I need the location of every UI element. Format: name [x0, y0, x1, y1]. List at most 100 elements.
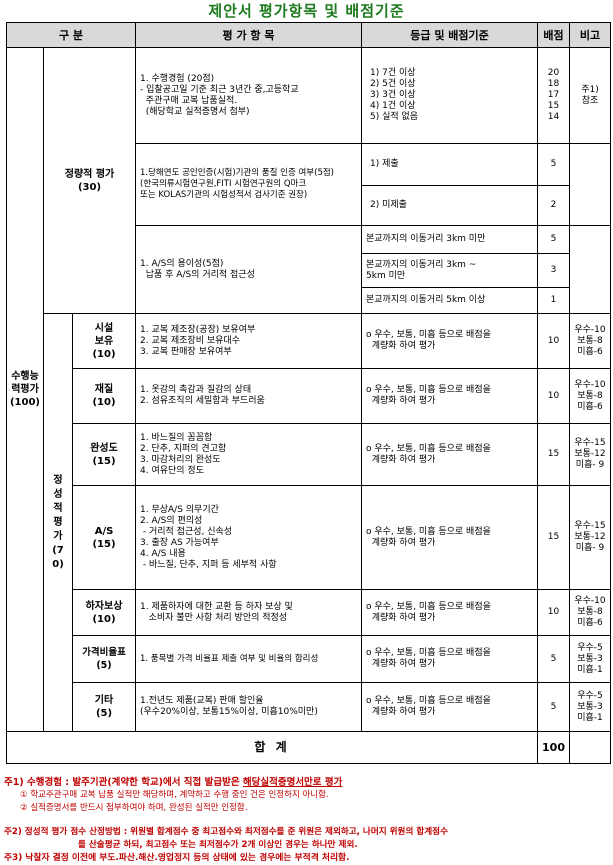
row5-items: 1. 품목별 가격 비율표 제출 여부 및 비율의 합리성: [140, 653, 319, 664]
row3-grade-cell: o 우수, 보통, 미흡 등으로 배점을 계량화 하여 평가: [361, 485, 538, 590]
q2-grade2-cell: 2) 미제출: [361, 185, 538, 226]
total-score: 100: [537, 731, 570, 764]
note-1-prefix: 주1) 수행경험 : 발주기관(계약한 학교)에서 직접 발급받은: [4, 777, 243, 788]
quant-label: 정량적 평가 (30): [64, 168, 115, 193]
page-title: 제안서 평가항목 및 배점기준: [208, 2, 405, 20]
category-total-label: 수행능력평가 (100): [9, 371, 40, 408]
q3-score2: 3: [537, 253, 570, 288]
note-1a: ① 학교주관구매 교복 납품 실적만 해당하며, 계약하고 수행 중인 건은 인…: [20, 790, 329, 800]
row2-items-cell: 1. 바느질의 꼼꼼함 2. 단추, 지퍼의 견고함 3. 마감처리의 완성도 …: [135, 423, 362, 486]
q3-items: 1. A/S의 용이성(5점) 납품 후 A/S의 거리적 접근성: [140, 258, 255, 280]
q3-grade2-cell: 본교까지의 이동거리 3km ~ 5km 미만: [361, 253, 538, 288]
row3-grade: o 우수, 보통, 미흡 등으로 배점을 계량화 하여 평가: [366, 526, 491, 548]
row3-note: 우수-15 보통-12 미흡- 9: [574, 521, 606, 553]
q2-grade1-cell: 1) 제출: [361, 143, 538, 186]
header-note: 비고: [569, 22, 611, 48]
q1-items: 1. 수행경험 (20점) - 입찰공고일 기준 최근 3년간 중,고등학교 주…: [140, 73, 299, 117]
row5-note-cell: 우수-5 보통-3 미흡-1: [569, 635, 611, 683]
table-row: 가격비율표 (5) 1. 품목별 가격 비율표 제출 여부 및 비율의 합리성 …: [7, 635, 611, 683]
row5-score: 5: [537, 635, 570, 683]
row2-note: 우수-15 보통-12 미흡- 9: [574, 438, 606, 470]
row5-name-cell: 가격비율표 (5): [72, 635, 136, 683]
table-row: 정성적 평가 (70) 시설 보유 (10) 1. 교복 제조장(공장) 보유여…: [7, 313, 611, 732]
row2-note-cell: 우수-15 보통-12 미흡- 9: [569, 423, 611, 486]
table-row: A/S (15) 1. 무상A/S 의무기간 2. A/S의 편의성 - 거리적…: [7, 485, 611, 590]
row0-note: 우수-10 보통-8 미흡-6: [574, 324, 606, 357]
table-header-row: 구 분 평 가 항 목 등급 및 배점기준 배점 비고: [6, 22, 611, 48]
table-row: 완성도 (15) 1. 바느질의 꼼꼼함 2. 단추, 지퍼의 견고함 3. 마…: [7, 423, 611, 486]
row5-grade-cell: o 우수, 보통, 미흡 등으로 배점을 계량화 하여 평가: [361, 635, 538, 683]
row6-score: 5: [537, 682, 570, 732]
row1-note: 우수-10 보통-8 미흡-6: [574, 379, 606, 412]
row6-grade-cell: o 우수, 보통, 미흡 등으로 배점을 계량화 하여 평가: [361, 682, 538, 732]
row0-items-cell: 1. 교복 제조장(공장) 보유여부 2. 교복 제조장비 보유대수 3. 교복…: [135, 313, 362, 369]
note-1-underline: 해당실적증명서만로 평가: [242, 777, 343, 788]
row3-items-cell: 1. 무상A/S 의무기간 2. A/S의 편의성 - 거리적 접근성, 신속성…: [135, 485, 362, 590]
table-row: 수행능력평가 (100) 정량적 평가 (30) 1. 수행경험 (20점) -…: [6, 47, 611, 732]
row2-name-cell: 완성도 (15): [72, 423, 136, 486]
row3-items: 1. 무상A/S 의무기간 2. A/S의 편의성 - 거리적 접근성, 신속성…: [140, 504, 277, 570]
q1-items-cell: 1. 수행경험 (20점) - 입찰공고일 기준 최근 3년간 중,고등학교 주…: [135, 47, 362, 144]
note-3: 주3) 낙찰자 결정 이전에 부도.파산.해산.영업정지 등의 상태에 있는 경…: [4, 853, 350, 863]
row1-grade: o 우수, 보통, 미흡 등으로 배점을 계량화 하여 평가: [366, 385, 491, 406]
q3-grade3: 본교까지의 이동거리 5km 이상: [361, 287, 538, 314]
note-1b: ② 실적증명서를 반드시 첨부하여야 하며, 완성된 실적만 인정함.: [20, 803, 248, 813]
q3-note-cell: [569, 225, 611, 314]
row5-items-cell: 1. 품목별 가격 비율표 제출 여부 및 비율의 합리성: [135, 635, 362, 683]
row1-grade-cell: o 우수, 보통, 미흡 등으로 배점을 계량화 하여 평가: [361, 368, 538, 424]
header-items: 평 가 항 목: [135, 22, 362, 48]
q3-score3: 1: [537, 287, 570, 314]
category-total-cell: 수행능력평가 (100): [6, 47, 44, 732]
note-2a: 주2) 정성적 평가 점수 산정방법 : 위원별 합계점수 중 최고점수와 최저…: [4, 827, 448, 837]
row4-grade-cell: o 우수, 보통, 미흡 등으로 배점을 계량화 하여 평가: [361, 589, 538, 636]
table-row: 2) 미제출 2: [7, 185, 611, 226]
table-row: 재질 (10) 1. 옷감의 촉감과 질감의 상태 2. 섬유조직의 세밀함과 …: [7, 368, 611, 424]
row4-items-cell: 1. 제품하자에 대한 교환 등 하자 보상 및 소비자 불만 사항 처리 방안…: [135, 589, 362, 636]
row0-score: 10: [537, 313, 570, 369]
q2-items-cell: 1.당해연도 공인인증(시험)기관의 품질 인증 여부(5점) (한국의류시험연…: [135, 143, 362, 226]
row1-score: 10: [537, 368, 570, 424]
table-row: 본교까지의 이동거리 3km ~ 5km 미만 3: [7, 253, 611, 288]
table-row: 1. A/S의 용이성(5점) 납품 후 A/S의 거리적 접근성 본교까지의 …: [7, 225, 611, 314]
q1-note-cell: 주1) 참조: [569, 47, 611, 144]
row1-items-cell: 1. 옷감의 촉감과 질감의 상태 2. 섬유조직의 세밀함과 부드러움: [135, 368, 362, 424]
q3-grade1: 본교까지의 이동거리 3km 미만: [361, 225, 538, 254]
q3-score1: 5: [537, 225, 570, 254]
row6-items-cell: 1.전년도 제품(교복) 판매 할인율 (우수20%이상, 보통15%이상, 미…: [135, 682, 362, 732]
row6-note: 우수-5 보통-3 미흡-1: [577, 690, 603, 723]
header-score: 배점: [537, 22, 570, 48]
note-2b: 를 산술평균 하되, 최고점수 또는 최저점수가 2개 이상인 경우는 하나만 …: [78, 840, 358, 850]
row0-note-cell: 우수-10 보통-8 미흡-6: [569, 313, 611, 369]
row0-grade: o 우수, 보통, 미흡 등으로 배점을 계량화 하여 평가: [366, 330, 491, 351]
row6-grade: o 우수, 보통, 미흡 등으로 배점을 계량화 하여 평가: [366, 696, 491, 717]
row0-grade-cell: o 우수, 보통, 미흡 등으로 배점을 계량화 하여 평가: [361, 313, 538, 369]
table-row: 기타 (5) 1.전년도 제품(교복) 판매 할인율 (우수20%이상, 보통1…: [7, 682, 611, 732]
row3-score: 15: [537, 485, 570, 590]
row6-note-cell: 우수-5 보통-3 미흡-1: [569, 682, 611, 732]
row6-name: 기타 (5): [94, 695, 114, 719]
row3-name: A/S (15): [92, 525, 116, 550]
qual-label: 정성적 평가 (70): [52, 474, 64, 570]
table-row: 하자보상 (10) 1. 제품하자에 대한 교환 등 하자 보상 및 소비자 불…: [7, 589, 611, 636]
row5-grade: o 우수, 보통, 미흡 등으로 배점을 계량화 하여 평가: [366, 648, 491, 669]
header-category: 구 분: [6, 22, 136, 48]
evaluation-table: 구 분 평 가 항 목 등급 및 배점기준 배점 비고 수행능력평가 (100)…: [6, 22, 611, 764]
row2-items: 1. 바느질의 꼼꼼함 2. 단추, 지퍼의 견고함 3. 마감처리의 완성도 …: [140, 432, 227, 476]
row4-note: 우수-10 보통-8 미흡-6: [574, 596, 606, 628]
row0-name: 시설 보유 (10): [92, 322, 116, 360]
row6-name-cell: 기타 (5): [72, 682, 136, 732]
row6-items: 1.전년도 제품(교복) 판매 할인율 (우수20%이상, 보통15%이상, 미…: [140, 696, 318, 717]
q2-note-cell: [569, 143, 611, 226]
row2-grade-cell: o 우수, 보통, 미흡 등으로 배점을 계량화 하여 평가: [361, 423, 538, 486]
row0-name-cell: 시설 보유 (10): [72, 313, 136, 369]
q2-score1: 5: [537, 143, 570, 186]
row1-name-cell: 재질 (10): [72, 368, 136, 424]
row4-name-cell: 하자보상 (10): [72, 589, 136, 636]
row3-note-cell: 우수-15 보통-12 미흡- 9: [569, 485, 611, 590]
quant-label-cell: 정량적 평가 (30): [43, 47, 136, 314]
row1-items: 1. 옷감의 촉감과 질감의 상태 2. 섬유조직의 세밀함과 부드러움: [140, 385, 265, 406]
q2-grade2: 2) 미제출: [370, 200, 407, 210]
row4-grade: o 우수, 보통, 미흡 등으로 배점을 계량화 하여 평가: [366, 601, 491, 623]
q2-score2: 2: [537, 185, 570, 226]
row5-name: 가격비율표 (5): [82, 647, 126, 671]
